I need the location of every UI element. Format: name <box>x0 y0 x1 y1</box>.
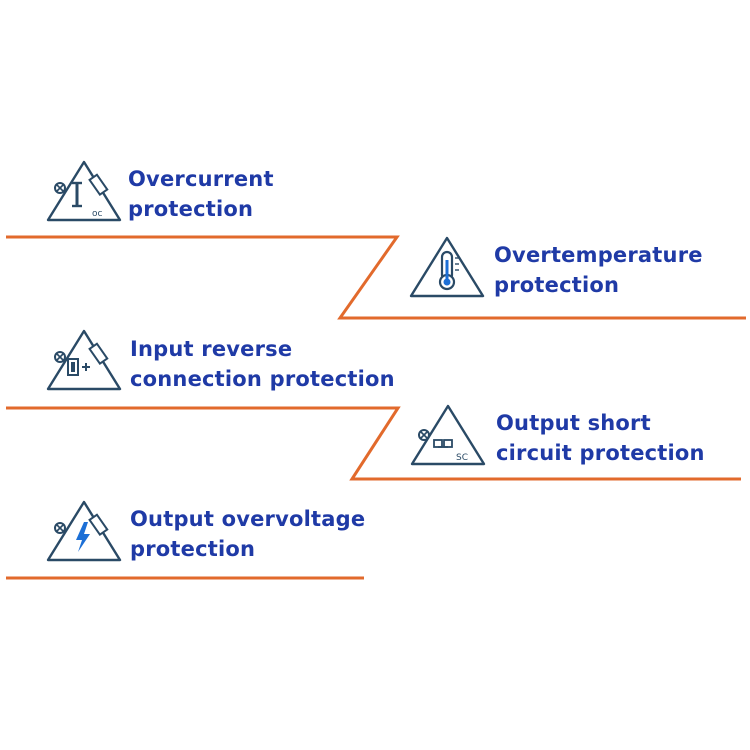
short-circuit-icon: SC <box>410 404 486 466</box>
overcurrent-icon-sub: oc <box>92 209 103 219</box>
feature-output-short-line2: circuit protection <box>496 441 705 465</box>
feature-overcurrent-line2: protection <box>128 197 254 221</box>
feature-overcurrent-label: Overcurrent protection <box>128 164 274 224</box>
lightning-icon <box>46 500 122 562</box>
feature-overcurrent-line1: Overcurrent <box>128 167 274 191</box>
reverse-connection-icon <box>46 329 122 391</box>
feature-overtemperature-label: Overtemperature protection <box>494 240 703 300</box>
short-circuit-icon-sub: SC <box>456 453 468 463</box>
feature-output-short-line1: Output short <box>496 411 651 435</box>
feature-output-overvoltage-label: Output overvoltage protection <box>130 504 365 564</box>
divider-line-1 <box>6 235 746 320</box>
thermometer-icon <box>409 236 485 298</box>
feature-output-overvoltage-line1: Output overvoltage <box>130 507 366 531</box>
feature-input-reverse-label: Input reverse connection protection <box>130 334 395 394</box>
feature-overtemperature-line1: Overtemperature <box>494 243 703 267</box>
feature-input-reverse-line2: connection protection <box>130 367 395 391</box>
divider-line-2 <box>6 406 741 481</box>
feature-output-short-label: Output short circuit protection <box>496 408 705 468</box>
feature-output-overvoltage-line2: protection <box>130 537 256 561</box>
feature-overtemperature-line2: protection <box>494 273 620 297</box>
overcurrent-icon: oc <box>46 160 122 222</box>
feature-input-reverse-line1: Input reverse <box>130 337 293 361</box>
